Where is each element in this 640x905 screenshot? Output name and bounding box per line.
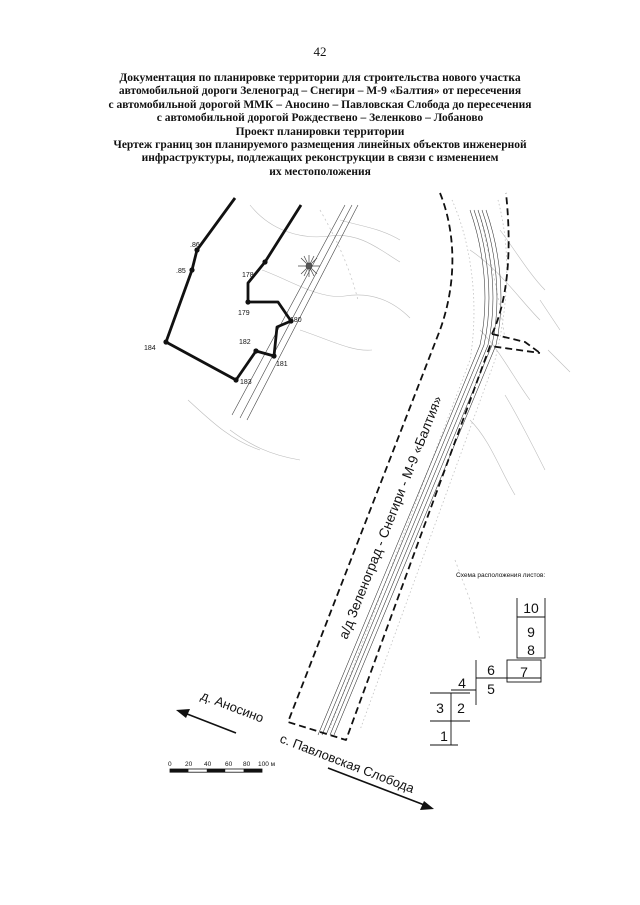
scale-tick-label: 60 <box>225 761 233 768</box>
new-road-lines <box>317 209 502 736</box>
zone-boundary <box>164 197 303 382</box>
title-line: с автомобильной дорогой ММК – Аносино – … <box>108 98 532 111</box>
sheet-scheme-grid <box>430 598 546 746</box>
sheet-number: 9 <box>527 624 535 640</box>
scale-tick-label: 80 <box>243 761 251 768</box>
point-label-184: 184 <box>144 345 156 352</box>
point-label-182: 182 <box>239 339 251 346</box>
title-line: инфраструктуры, подлежащих реконструкции… <box>141 152 499 165</box>
compass-rose-icon <box>298 255 320 277</box>
point-label-179: 179 <box>238 310 250 317</box>
sheet-number: 6 <box>487 662 495 678</box>
point-label-180: 180 <box>290 317 302 324</box>
point-label-85: .85 <box>176 268 186 275</box>
point-label-183: 183 <box>240 379 252 386</box>
sheet-number: 3 <box>436 700 444 716</box>
title-line: их местоположения <box>269 165 371 178</box>
arrow-right-icon <box>327 767 434 810</box>
page-number: 42 <box>313 44 327 59</box>
document-title: Документация по планировке территории дл… <box>70 72 570 179</box>
sheet-number: 8 <box>527 642 535 658</box>
scale-tick-label: 20 <box>185 761 193 768</box>
sheet-number: 1 <box>440 728 448 744</box>
topographic-background <box>187 204 571 496</box>
scale-tick-label: 40 <box>204 761 212 768</box>
scale-tick-label: 0 <box>168 761 172 768</box>
point-label-178: 178 <box>242 272 254 279</box>
sheet-number: 7 <box>520 664 528 680</box>
arrow-left-icon <box>176 709 237 734</box>
sheet-number: 2 <box>457 700 465 716</box>
boundary-vertices <box>163 247 294 383</box>
sheet-scheme-title: Схема расположения листов: <box>456 572 545 579</box>
direction-label-pavlovskaya: с. Павловская Слобода <box>278 731 417 796</box>
point-label-86: .86 <box>190 242 200 249</box>
title-line: с автомобильной дорогой Рождествено – Зе… <box>156 112 484 125</box>
old-road-strip <box>231 204 359 421</box>
title-line: автомобильной дороги Зеленоград – Снегир… <box>118 85 522 98</box>
sheet-number: 10 <box>523 600 539 616</box>
title-line: Чертеж границ зон планируемого размещени… <box>113 139 527 152</box>
sheet-number: 4 <box>458 675 466 691</box>
direction-label-anosino: д. Аносино <box>199 688 266 726</box>
scale-bar <box>169 768 263 773</box>
planned-zone-boundary <box>287 192 541 741</box>
title-line: Проект планировки территории <box>235 125 405 138</box>
scale-tick-label: 100 м <box>258 761 276 768</box>
point-label-181: 181 <box>276 361 288 368</box>
road-label: а/д Зеленоград - Снегири - М-9 «Балтия» <box>336 394 445 641</box>
sheet-number: 5 <box>487 681 495 697</box>
title-line: Документация по планировке территории дл… <box>119 72 521 84</box>
